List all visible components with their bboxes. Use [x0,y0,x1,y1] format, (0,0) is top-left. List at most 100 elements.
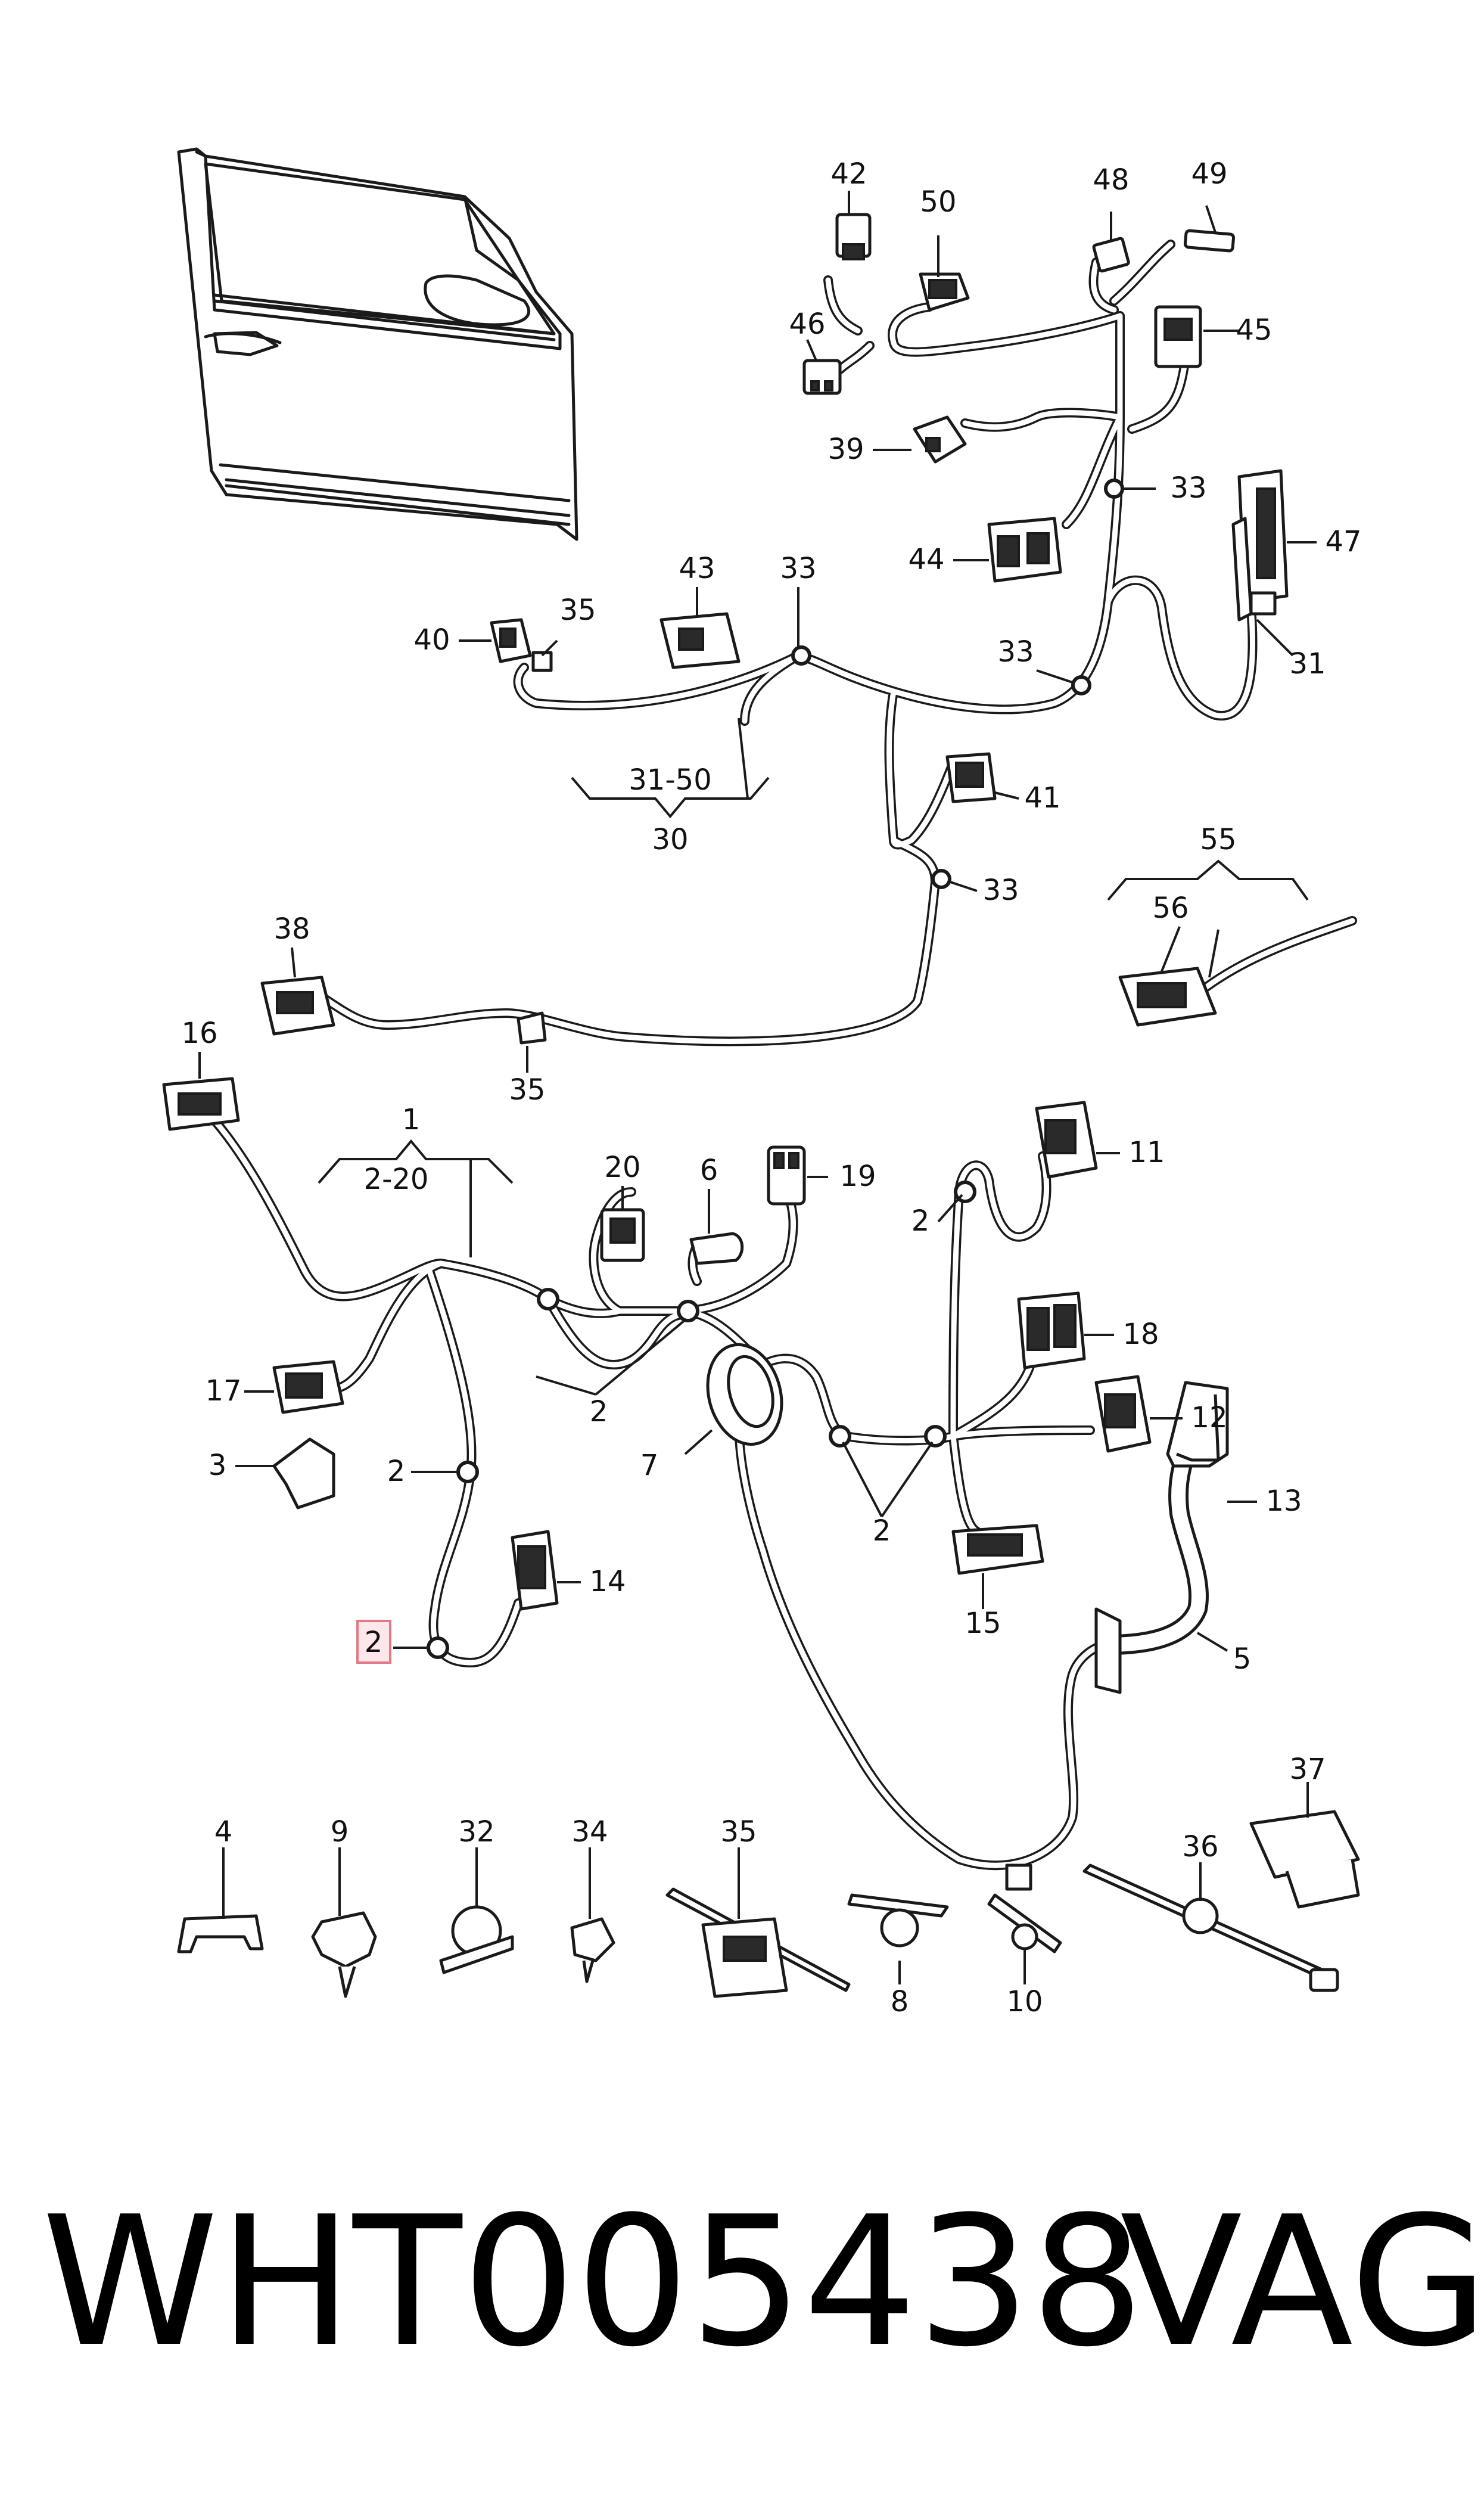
clip-33-low [931,869,951,889]
callout-1: 1 [402,1103,421,1136]
callout-2-e: 2 [365,1626,383,1659]
clip-33-mid [1071,675,1091,695]
callout-9: 9 [331,1815,349,1849]
callout-4: 4 [214,1815,233,1849]
callout-33-b: 33 [780,552,816,585]
callout-labels: 42 50 48 49 46 45 39 33 47 44 43 33 40 3… [181,157,1361,2018]
part-32 [439,1905,514,1974]
callout-6: 6 [700,1154,718,1187]
callout-10: 10 [1006,1985,1043,2018]
callout-43: 43 [679,552,715,585]
clip-3 [272,1437,335,1509]
connector-50 [919,272,970,312]
callout-35-a: 35 [559,594,596,627]
hardware-row [177,1863,1339,1998]
callout-47: 47 [1325,525,1361,558]
part-36-tie [1082,1863,1339,1992]
connector-15 [951,1524,1044,1575]
callout-7: 7 [640,1449,659,1482]
upper-harness [305,240,1258,1046]
callout-19: 19 [839,1160,876,1193]
part-34 [570,1917,615,1983]
callout-31: 31 [1289,647,1326,681]
callout-42: 42 [830,157,867,191]
connector-19 [767,1145,806,1206]
clip-33-top [791,645,811,666]
connector-18 [1017,1291,1086,1369]
part-4 [177,1914,264,1953]
callout-2-d: 2 [873,1514,891,1548]
connector-40 [490,618,532,663]
callout-55: 55 [1200,823,1236,856]
connector-39 [913,415,967,464]
callout-37: 37 [1289,1753,1326,1786]
callout-44: 44 [908,543,944,576]
callout-15: 15 [965,1607,1001,1640]
callout-8: 8 [891,1985,909,2018]
callout-36: 36 [1182,1830,1218,1863]
part-9 [311,1911,377,1998]
bracket-37 [1249,1810,1360,1909]
connector-43 [659,612,741,669]
connector-47 [1231,469,1289,622]
connector-42 [835,213,872,260]
tie-35-upper [531,651,553,672]
callout-2-c: 2 [387,1455,406,1488]
lamp-6 [689,1232,744,1265]
callout-12: 12 [1191,1401,1227,1434]
callout-2-b: 2 [590,1395,608,1428]
callout-5: 5 [1233,1642,1252,1676]
tie-35-mid [517,1011,547,1045]
connector-44 [987,517,1062,583]
connector-16 [162,1077,240,1131]
connector-38 [260,976,335,1036]
callout-14: 14 [589,1565,626,1598]
part-35-tie [665,1887,851,1998]
callout-45: 45 [1236,313,1272,347]
callout-48: 48 [1093,163,1129,197]
connector-45 [1154,305,1202,368]
callout-30: 30 [652,823,688,856]
part-number-label: WHT005438 [42,2178,1144,2386]
callout-16: 16 [181,1017,217,1050]
boot-13 [1166,1381,1229,1468]
part-10 [987,1863,1062,1953]
callout-17: 17 [205,1374,241,1408]
callout-50: 50 [920,185,956,219]
door-illustration [177,147,578,541]
leader-lines [198,191,1317,1984]
callout-35-b: 35 [509,1073,545,1107]
callout-31-50: 31-50 [629,763,711,797]
callout-3: 3 [209,1449,227,1482]
connector-56 [1118,967,1217,1027]
callout-38: 38 [273,912,310,946]
callout-35-c: 35 [720,1815,757,1849]
group-brackets [318,718,1309,1257]
connector-11 [1035,1101,1098,1179]
connector-49 [1183,229,1236,253]
highlight-box-2 [356,1620,391,1664]
grommet-7 [706,1343,783,1446]
callout-18: 18 [1122,1318,1159,1351]
callout-34: 34 [571,1815,608,1849]
callout-33-c: 33 [997,635,1034,669]
callout-46: 46 [789,308,825,341]
callout-33-a: 33 [1170,471,1206,505]
part-8 [847,1893,949,1948]
callout-39: 39 [827,433,864,466]
connectors [162,213,1360,1909]
connector-17 [272,1360,344,1414]
clip-33-upper [1104,479,1124,499]
connector-31 [1249,591,1277,616]
brand-label: VAG [1120,2178,1484,2386]
callout-56: 56 [1152,892,1189,925]
callout-11: 11 [1128,1136,1165,1169]
callout-32: 32 [458,1815,494,1849]
callout-20: 20 [604,1151,640,1184]
connector-20 [600,1208,645,1262]
callout-33-d: 33 [982,874,1019,907]
conduit-5 [1094,1444,1209,1694]
callout-41: 41 [1024,781,1060,815]
callout-49: 49 [1191,157,1227,191]
